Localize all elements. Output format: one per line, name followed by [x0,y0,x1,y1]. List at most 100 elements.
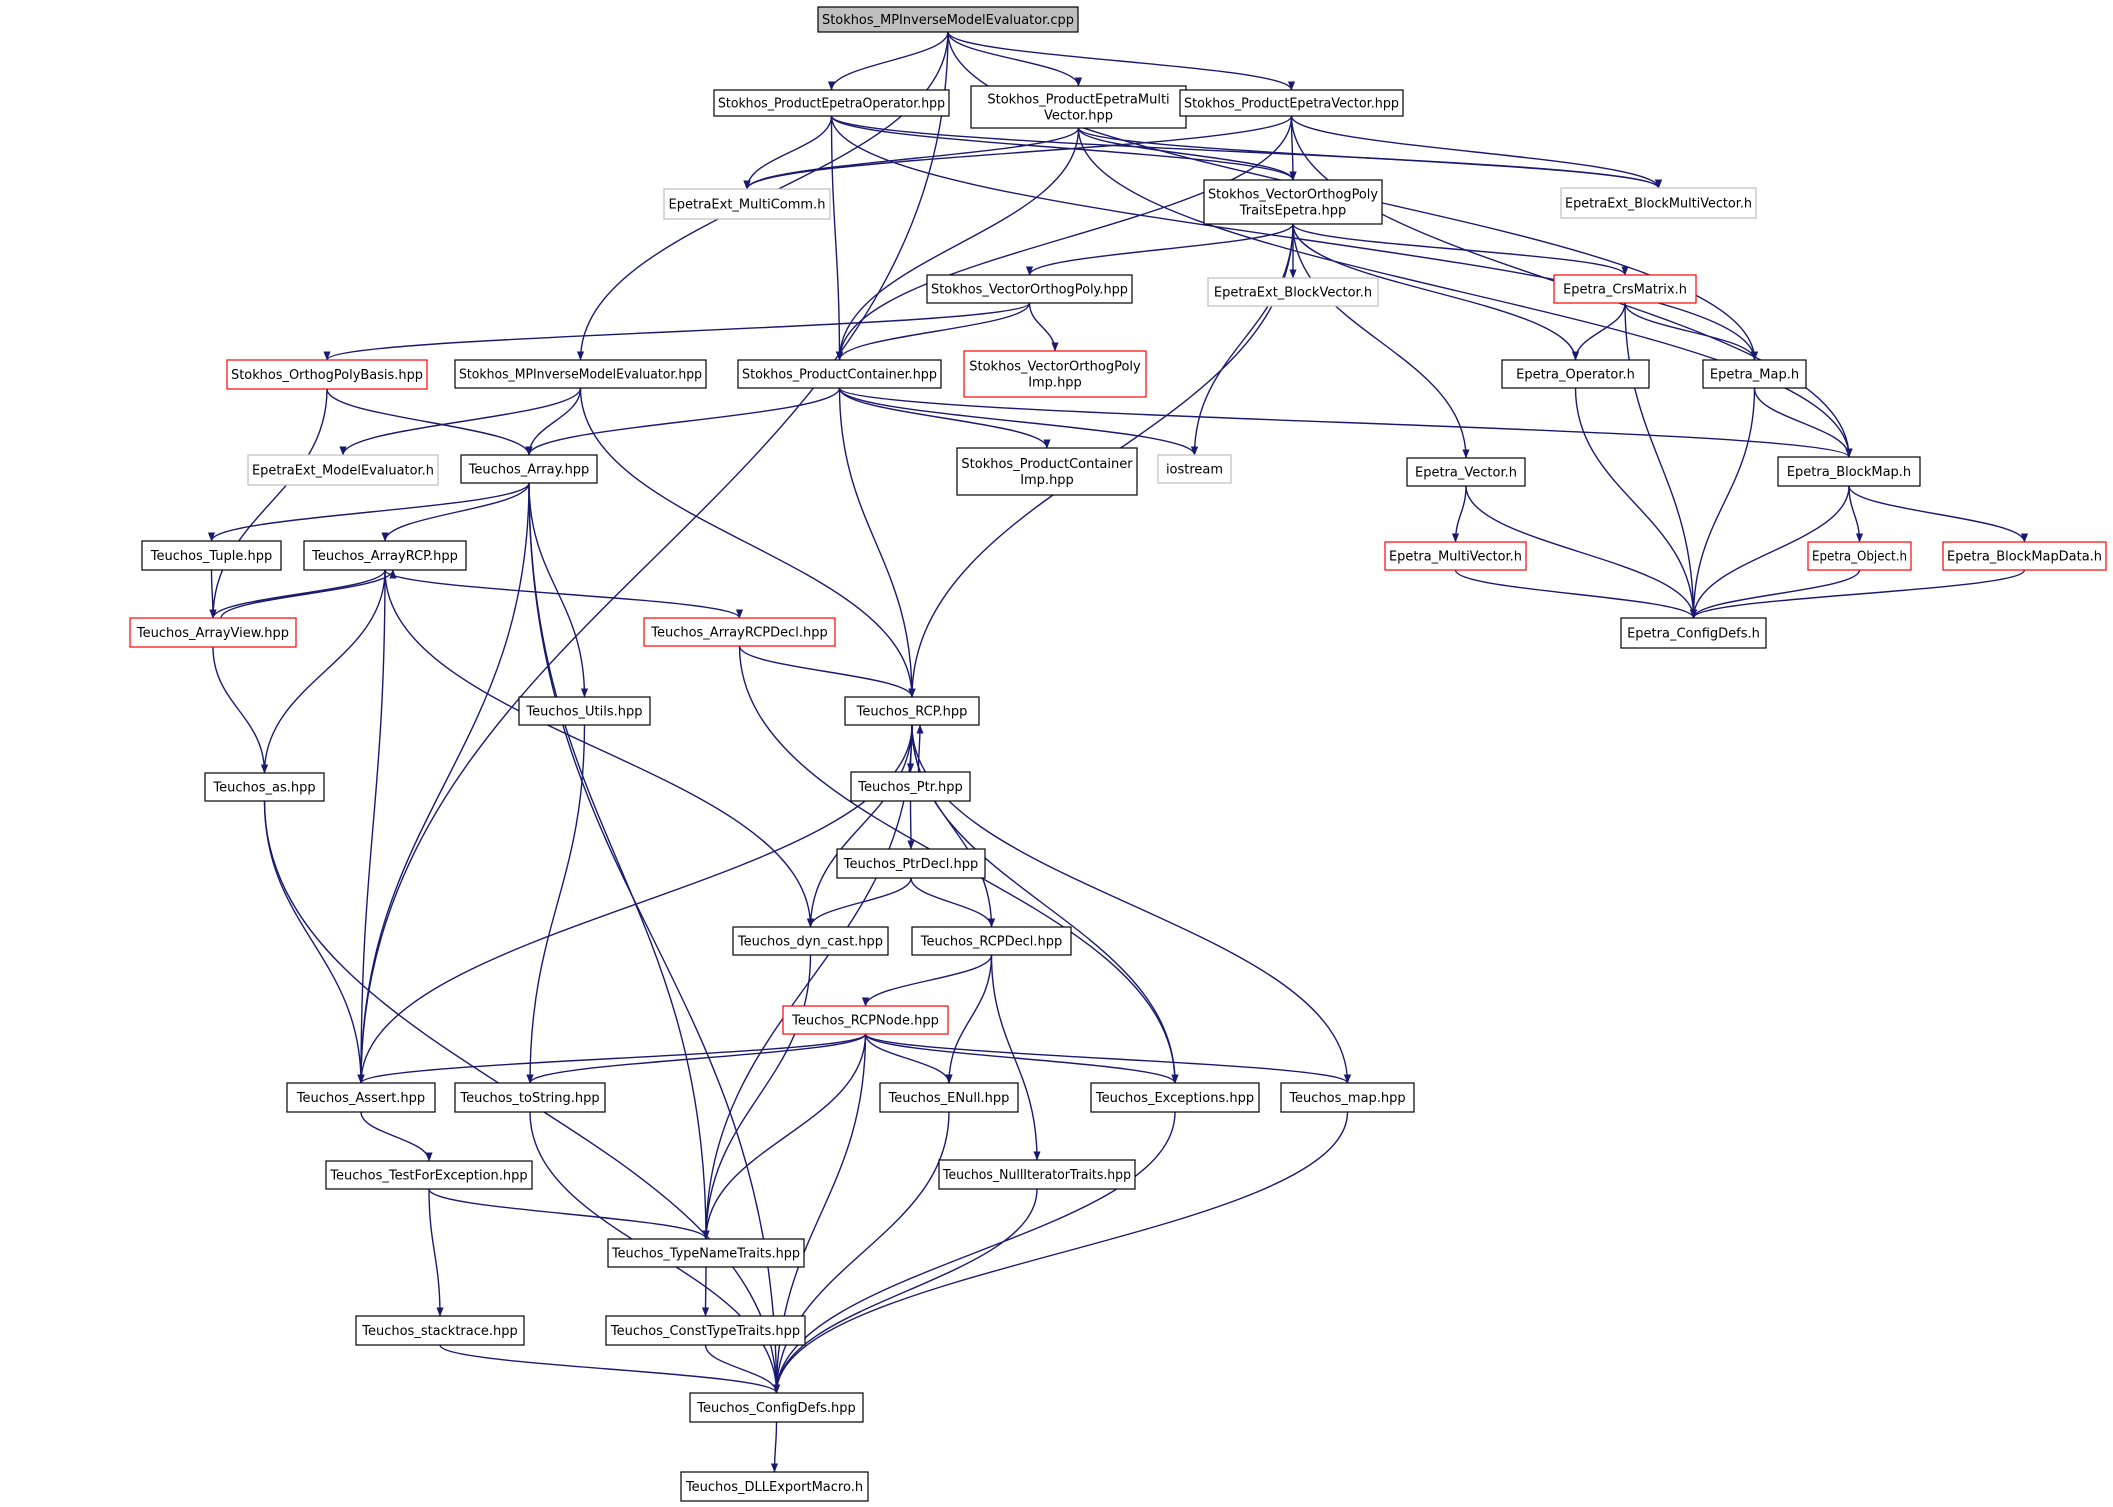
node-box[interactable] [1203,179,1383,225]
node-epetraOperator[interactable]: Epetra_Operator.h [1501,359,1650,389]
node-box[interactable] [689,1392,864,1423]
node-teuchosConstTypeTraits[interactable]: Teuchos_ConstTypeTraits.hpp [605,1315,806,1346]
node-box[interactable] [247,454,439,486]
node-box[interactable] [1384,541,1527,571]
node-teuchosPtrDecl[interactable]: Teuchos_PtrDecl.hpp [836,848,986,879]
node-box[interactable] [454,1082,606,1113]
node-box[interactable] [680,1471,869,1502]
node-epetraMap[interactable]: Epetra_Map.h [1702,359,1807,389]
node-box[interactable] [607,1238,805,1268]
node-box[interactable] [938,1159,1136,1190]
node-teuchosStacktrace[interactable]: Teuchos_stacktrace.hpp [355,1315,525,1346]
node-box[interactable] [850,771,971,802]
node-box[interactable] [1942,541,2107,571]
node-box[interactable] [605,1315,806,1346]
node-box[interactable] [286,1082,436,1113]
node-box[interactable] [454,359,707,389]
node-box[interactable] [1560,187,1757,219]
node-box[interactable] [1501,359,1650,389]
node-teuchosArrayRCPDecl[interactable]: Teuchos_ArrayRCPDecl.hpp [643,617,836,647]
node-teuchosUtils[interactable]: Teuchos_Utils.hpp [518,696,651,726]
node-box[interactable] [956,447,1138,496]
node-box[interactable] [1807,541,1912,571]
node-teuchosAssert[interactable]: Teuchos_Assert.hpp [286,1082,436,1113]
node-epetraVector[interactable]: Epetra_Vector.h [1406,457,1526,487]
node-box[interactable] [911,926,1072,956]
node-epetraCrsMatrix[interactable]: Epetra_CrsMatrix.h [1553,274,1697,304]
node-vecOrthoPoly[interactable]: Stokhos_VectorOrthogPoly.hpp [926,274,1133,304]
node-box[interactable] [518,696,651,726]
node-box[interactable] [1553,274,1697,304]
node-teuchosDynCast[interactable]: Teuchos_dyn_cast.hpp [732,926,889,956]
node-box[interactable] [1620,617,1767,649]
node-box[interactable] [129,617,297,648]
node-epetraExtMultiComm[interactable]: EpetraExt_MultiComm.h [663,188,831,220]
node-epetraExtBlockMV[interactable]: EpetraExt_BlockMultiVector.h [1560,187,1757,219]
node-box[interactable] [782,1005,949,1035]
node-teuchosConfigDefs[interactable]: Teuchos_ConfigDefs.hpp [689,1392,864,1423]
node-epetraExtBlockVec[interactable]: EpetraExt_BlockVector.h [1207,277,1379,307]
node-box[interactable] [732,926,889,956]
node-box[interactable] [970,85,1187,129]
node-prodEpetraOp[interactable]: Stokhos_ProductEpetraOperator.hpp [713,89,950,117]
node-prodContainer[interactable]: Stokhos_ProductContainer.hpp [737,359,942,389]
node-teuchosDLLExport[interactable]: Teuchos_DLLExportMacro.h [680,1471,869,1502]
node-teuchosAs[interactable]: Teuchos_as.hpp [204,772,325,802]
node-box[interactable] [879,1082,1019,1113]
node-epetraBlockMapData[interactable]: Epetra_BlockMapData.h [1942,541,2107,571]
node-epetraObject[interactable]: Epetra_Object.h [1807,541,1912,571]
node-teuchosArrayView[interactable]: Teuchos_ArrayView.hpp [129,617,297,648]
node-teuchosPtr[interactable]: Teuchos_Ptr.hpp [850,771,971,802]
node-box[interactable] [1777,456,1921,487]
node-box[interactable] [303,540,467,571]
node-teuchosToString[interactable]: Teuchos_toString.hpp [454,1082,606,1113]
node-box[interactable] [1179,89,1404,117]
node-orthogPolyBasis[interactable]: Stokhos_OrthogPolyBasis.hpp [226,359,428,390]
node-box[interactable] [713,89,950,117]
node-teuchosRCPNode[interactable]: Teuchos_RCPNode.hpp [782,1005,949,1035]
node-box[interactable] [1207,277,1379,307]
node-iostream[interactable]: iostream [1157,454,1232,484]
node-teuchosExceptions[interactable]: Teuchos_Exceptions.hpp [1090,1082,1260,1113]
node-box[interactable] [1280,1082,1415,1113]
node-box[interactable] [1090,1082,1260,1113]
node-box[interactable] [844,696,980,726]
node-teuchosTypeNameTraits[interactable]: Teuchos_TypeNameTraits.hpp [607,1238,805,1268]
node-box[interactable] [963,350,1147,398]
node-prodEpetraVec[interactable]: Stokhos_ProductEpetraVector.hpp [1179,89,1404,117]
node-box[interactable] [325,1160,533,1190]
node-teuchosENull[interactable]: Teuchos_ENull.hpp [879,1082,1019,1113]
node-box[interactable] [643,617,836,647]
node-box[interactable] [836,848,986,879]
node-teuchosArrayRCP[interactable]: Teuchos_ArrayRCP.hpp [303,540,467,571]
node-teuchosRCP[interactable]: Teuchos_RCP.hpp [844,696,980,726]
node-box[interactable] [1406,457,1526,487]
node-mpInvModelEvalHpp[interactable]: Stokhos_MPInverseModelEvaluator.hpp [454,359,707,389]
node-teuchosRCPDecl[interactable]: Teuchos_RCPDecl.hpp [911,926,1072,956]
node-box[interactable] [1157,454,1232,484]
node-teuchosTestForException[interactable]: Teuchos_TestForException.hpp [325,1160,533,1190]
node-epetraExtModelEval[interactable]: EpetraExt_ModelEvaluator.h [247,454,439,486]
node-box[interactable] [355,1315,525,1346]
node-box[interactable] [737,359,942,389]
node-epetraMultiVector[interactable]: Epetra_MultiVector.h [1384,541,1527,571]
node-box[interactable] [204,772,325,802]
node-epetraBlockMap[interactable]: Epetra_BlockMap.h [1777,456,1921,487]
node-box[interactable] [1702,359,1807,389]
node-box[interactable] [226,359,428,390]
node-box[interactable] [926,274,1133,304]
node-box[interactable] [663,188,831,220]
node-teuchosArray[interactable]: Teuchos_Array.hpp [460,454,598,484]
node-box[interactable] [141,540,282,571]
node-box[interactable] [817,6,1079,33]
node-teuchosNullIterTraits[interactable]: Teuchos_NullIteratorTraits.hpp [938,1159,1136,1190]
node-root[interactable]: Stokhos_MPInverseModelEvaluator.cpp [817,6,1079,33]
node-box[interactable] [460,454,598,484]
node-epetraConfigDefs[interactable]: Epetra_ConfigDefs.h [1620,617,1767,649]
node-teuchosTuple[interactable]: Teuchos_Tuple.hpp [141,540,282,571]
node-teuchosMap[interactable]: Teuchos_map.hpp [1280,1082,1415,1113]
